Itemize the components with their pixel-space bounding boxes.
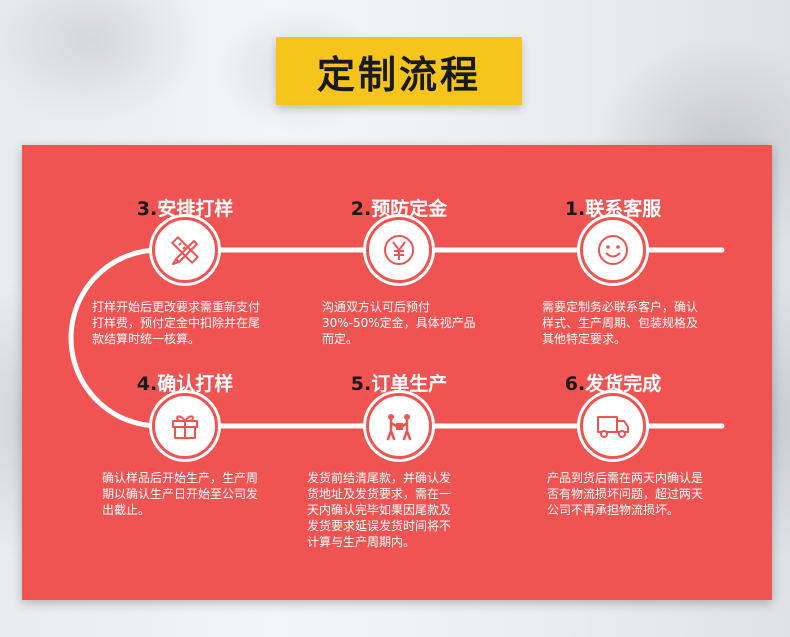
- step-1-circle: [580, 217, 646, 283]
- step-3-circle: [152, 217, 218, 283]
- title-banner: 定制流程: [276, 37, 522, 105]
- step-4-circle: [152, 393, 218, 459]
- step-4-title: 4.确认打样: [136, 373, 234, 395]
- step-4-desc: 确认样品后开始生产，生产周期以确认生产日开始至公司发出截止。: [102, 471, 259, 517]
- step-3-desc: 打样开始后更改要求需重新支付打样费，预付定金中扣除并在尾款结算时统一核算。: [92, 300, 261, 346]
- page-title: 定制流程: [316, 52, 481, 97]
- step-1-title: 1.联系客服: [564, 198, 662, 220]
- step-2-title: 2.预防定金: [350, 198, 448, 220]
- step-5-title: 5.订单生产: [350, 373, 448, 395]
- step-6-title: 6.发货完成: [564, 373, 662, 395]
- step-5-desc: 发货前结清尾款，并确认发货地址及发货要求，需在一天内确认完毕如果因尾款及发货要求…: [307, 471, 452, 549]
- truck-icon: [597, 416, 629, 438]
- step-6-desc: 产品到货后需在两天内确认是否有物流损坏问题，超过两天公司不再承担物流损坏。: [547, 471, 704, 517]
- step-2-desc: 沟通双方认可后预付30%-50%定金，具体视产品而定。: [322, 300, 476, 346]
- step-2-circle: [366, 217, 432, 283]
- process-panel: 3.安排打样 打样开始后更改要求需重新支付打样费，预付定金中扣除并在尾款结算时统…: [22, 145, 772, 600]
- smiley-icon: [598, 235, 628, 265]
- step-6-circle: [580, 393, 646, 459]
- step-3-title: 3.安排打样: [136, 198, 234, 220]
- step-1-desc: 需要定制务必联系客户，确认样式、生产周期、包装规格及其他特定要求。: [542, 300, 699, 346]
- yen-coin-icon: [384, 235, 414, 265]
- ruler-pencil-icon: [171, 236, 199, 265]
- gift-box-icon: [172, 415, 198, 439]
- process-path: [68, 247, 725, 429]
- worker-box-icon: [386, 414, 412, 441]
- step-5-circle: [366, 393, 432, 459]
